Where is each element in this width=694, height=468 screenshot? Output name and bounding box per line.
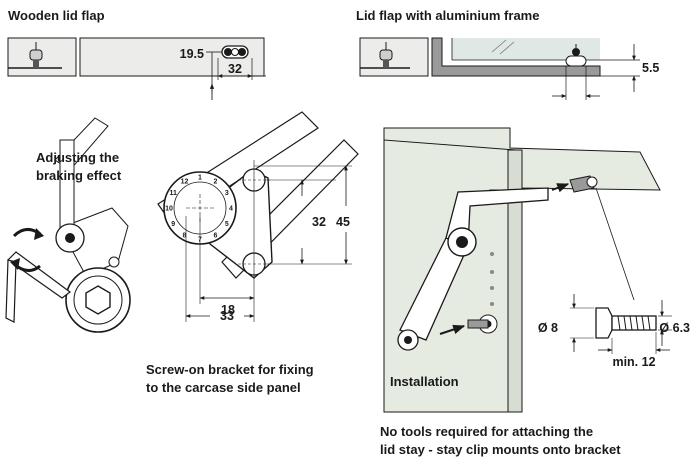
small-bracket-icon xyxy=(29,42,43,68)
dial-number: 8 xyxy=(183,232,187,239)
caption-aluminium-frame: Lid flap with aluminium frame xyxy=(356,8,540,23)
bracket-width-dim: 33 xyxy=(220,309,234,323)
dial-closeup xyxy=(65,267,131,333)
mounting-pin-icon xyxy=(467,314,498,334)
dial-number: 10 xyxy=(165,206,173,213)
caption-installation: Installation xyxy=(390,374,459,389)
aluminium-frame-figure: 5.5 xyxy=(359,37,659,100)
stay-clip-icon xyxy=(569,175,598,193)
alu-small-bracket-icon xyxy=(379,42,393,68)
dial-number: 4 xyxy=(229,206,233,213)
caption-screw-on-line2: to the carcase side panel xyxy=(146,380,301,395)
alu-height-dim: 5.5 xyxy=(642,61,659,75)
dial-number: 3 xyxy=(225,190,229,197)
aluminium-frame-profile xyxy=(431,37,601,77)
pin-min-length-dim: min. 12 xyxy=(612,355,655,369)
leader-line xyxy=(595,187,635,301)
dial-number: 5 xyxy=(225,221,229,228)
pin-thread-dim: Ø 6.3 xyxy=(659,321,690,335)
cabinet-edge xyxy=(507,149,523,413)
installation-figure: Ø 8 Ø 6.3 min. 12 xyxy=(383,127,690,413)
small-dial xyxy=(55,223,85,253)
adjusting-figure xyxy=(5,117,131,333)
bracket-horizontal-dim: 18 xyxy=(221,303,235,317)
pin-diameter-dim: Ø 8 xyxy=(538,321,558,335)
wooden-lid-flap-figure: 19.5 32 xyxy=(7,37,266,100)
caption-adjusting-line1: Adjusting the xyxy=(36,150,120,165)
dial-number: 6 xyxy=(214,232,218,239)
dial-number: 9 xyxy=(171,221,175,228)
stay-mount-icon xyxy=(221,45,249,59)
rotate-arrow-icon xyxy=(10,228,44,272)
glass-pane xyxy=(432,38,600,60)
wooden-width-dim: 32 xyxy=(228,62,242,76)
dial-number: 1 xyxy=(198,175,202,182)
caption-adjusting-line2: braking effect xyxy=(36,168,122,183)
wooden-offset-dim: 19.5 xyxy=(180,47,204,61)
dial-number: 12 xyxy=(181,179,189,186)
lid-stay-arm xyxy=(397,187,549,351)
bracket-figure: 123456789101112 32 45 18 33 xyxy=(157,111,359,323)
dial-number: 11 xyxy=(169,190,177,197)
caption-no-tools-line2: lid stay - stay clip mounts onto bracket xyxy=(380,442,621,457)
threaded-pin-detail xyxy=(595,307,657,339)
bracket-total-dim: 45 xyxy=(336,215,350,229)
dial-number: 2 xyxy=(214,179,218,186)
bracket-vertical-dim: 32 xyxy=(312,215,326,229)
caption-screw-on-line1: Screw-on bracket for fixing xyxy=(146,362,314,377)
caption-wooden-lid-flap: Wooden lid flap xyxy=(8,8,105,23)
alu-panel-left xyxy=(359,37,429,77)
alu-stay-mount-icon xyxy=(565,44,587,67)
caption-no-tools-line1: No tools required for attaching the xyxy=(380,424,594,439)
